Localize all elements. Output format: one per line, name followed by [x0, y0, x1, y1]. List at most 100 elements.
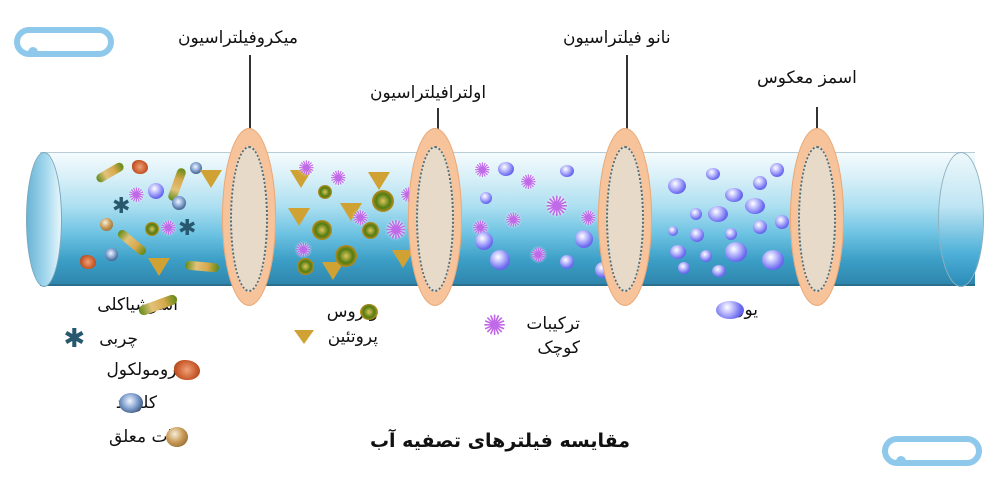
fat-icon: ✱ — [112, 194, 131, 219]
small-compound-icon: ✺ — [385, 216, 407, 246]
virus-icon — [360, 304, 378, 320]
label-reverse-osmosis: اسمز معکوس — [757, 68, 857, 88]
ion-icon — [498, 162, 514, 176]
ion-icon — [480, 192, 492, 204]
virus-icon — [145, 222, 159, 236]
colloid-icon — [172, 196, 186, 210]
water-drop-icon — [896, 456, 906, 466]
ion-icon — [716, 301, 744, 319]
ion-icon — [762, 250, 784, 270]
water-drop-icon — [28, 47, 38, 57]
virus-icon — [372, 190, 394, 212]
protein-icon — [322, 262, 344, 280]
protein-icon — [200, 170, 222, 188]
ion-icon — [690, 228, 704, 242]
small-compound-icon: ✺ — [160, 216, 177, 240]
protein-icon — [148, 258, 170, 276]
ion-icon — [560, 255, 574, 269]
label-ultrafiltration: اولترافیلتراسیون — [370, 83, 487, 103]
macromolecule-icon — [174, 360, 200, 380]
ion-icon — [753, 220, 767, 234]
colloid-icon — [190, 162, 202, 174]
small-compound-icon: ✺ — [580, 206, 597, 230]
ion-icon — [775, 215, 789, 229]
ion-icon — [575, 230, 593, 248]
small-compound-icon: ✺ — [330, 166, 347, 190]
small-compound-icon: ✺ — [352, 206, 369, 230]
legend-item-virus: ویروس — [327, 302, 378, 322]
leader-line-ultrafiltration — [437, 108, 439, 130]
small-compound-icon: ✺ — [505, 208, 522, 232]
legend-item-fat: چربی ✱ — [63, 326, 138, 352]
ion-icon — [745, 198, 765, 214]
ion-icon — [706, 168, 720, 180]
ion-icon — [475, 232, 493, 250]
membrane-microfiltration — [222, 128, 276, 306]
ion-icon — [670, 245, 686, 259]
legend-label-line2: کوچک — [537, 338, 580, 358]
ion-icon — [700, 250, 712, 262]
ion-icon — [753, 176, 767, 190]
protein-icon — [392, 250, 414, 268]
ion-icon — [725, 242, 747, 262]
legend-item-ion: یون — [716, 300, 758, 320]
legend-item-protein: پروتئین — [293, 327, 378, 347]
protein-icon — [368, 172, 390, 190]
membrane-reverse-osmosis — [790, 128, 844, 306]
small-compound-icon: ✺ — [545, 190, 569, 223]
legend-item-ecoli: اشرشیاکلی — [97, 293, 179, 317]
suspended-particle-icon — [100, 218, 113, 231]
leader-line-reverse-osmosis — [816, 107, 818, 130]
diagram-caption: مقایسه فیلترهای تصفیه آب — [369, 430, 631, 452]
ion-icon — [560, 165, 574, 177]
ion-icon — [708, 206, 728, 222]
ion-icon — [690, 208, 702, 220]
watermark-logo-bottom-right — [882, 436, 982, 466]
virus-icon — [318, 185, 332, 199]
suspended-particle-icon — [166, 427, 188, 447]
small-compound-icon: ✺ — [530, 243, 547, 267]
small-compound-icon: ✺ — [295, 238, 312, 262]
legend-label: چربی — [99, 329, 138, 349]
macromolecule-icon — [132, 160, 148, 174]
ion-icon — [725, 228, 737, 240]
legend-label: ترکیبات کوچک — [526, 312, 580, 360]
leader-line-microfiltration — [249, 55, 251, 130]
macromolecule-icon — [80, 255, 96, 269]
pipe-outlet — [938, 152, 984, 287]
ion-icon — [712, 265, 726, 277]
virus-icon — [297, 258, 314, 275]
legend-item-colloid: کلوئید — [116, 393, 157, 413]
ion-icon — [668, 226, 678, 236]
legend-label: پروتئین — [327, 327, 378, 347]
colloid-icon — [119, 393, 143, 413]
small-compound-icon: ✺ — [298, 156, 315, 180]
protein-icon — [290, 170, 312, 188]
pipe-inlet — [26, 152, 62, 287]
ion-icon — [668, 178, 686, 194]
label-microfiltration: میکروفیلتراسیون — [178, 28, 298, 48]
membrane-ultrafiltration — [408, 128, 462, 306]
colloid-icon — [105, 248, 118, 261]
fat-icon: ✱ — [63, 324, 86, 354]
fat-icon: ✱ — [178, 216, 197, 241]
watermark-logo-top-left — [14, 27, 114, 57]
small-compound-icon: ✺ — [128, 183, 145, 207]
virus-icon — [335, 245, 357, 267]
label-nanofiltration: نانو فیلتراسیون — [563, 28, 671, 48]
virus-icon — [362, 222, 379, 239]
legend-item-suspended: ذرات معلق — [109, 427, 188, 447]
ion-icon — [678, 262, 690, 274]
ion-icon — [725, 188, 743, 202]
legend-label-line1: ترکیبات — [526, 314, 580, 334]
protein-icon — [340, 203, 362, 221]
legend-item-small-compounds: ترکیبات کوچک ✺ — [483, 312, 580, 360]
ion-icon — [148, 183, 164, 199]
virus-icon — [312, 220, 332, 240]
small-compound-icon: ✺ — [474, 158, 491, 182]
leader-line-nanofiltration — [626, 55, 628, 130]
ion-icon — [770, 163, 784, 177]
small-compound-icon: ✺ — [482, 309, 507, 342]
protein-icon — [293, 330, 314, 344]
legend-item-macromolecule: ماکرومولکول — [106, 360, 200, 380]
